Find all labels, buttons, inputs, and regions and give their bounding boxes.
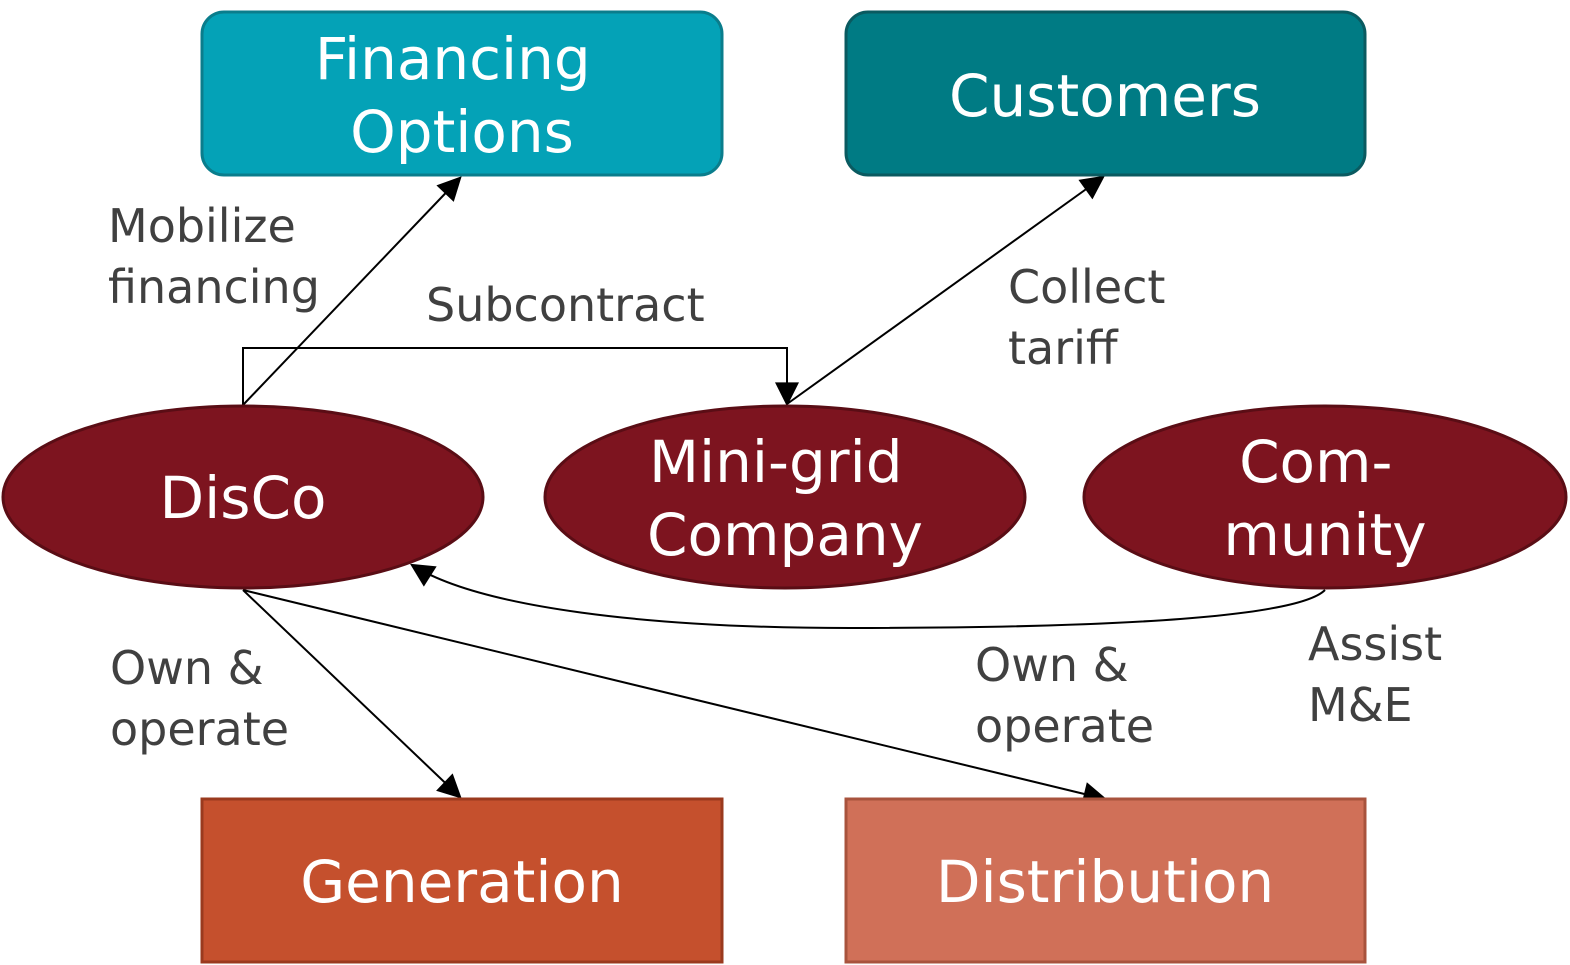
financing-options-label-line-1: Financing: [315, 25, 591, 93]
mobilize-financing-label: Mobilize financing: [108, 199, 320, 314]
minigrid-company-label: Mini-grid Company: [647, 428, 923, 569]
community-ellipse: [1082, 404, 1568, 590]
financing-options-node: Financing Options: [200, 10, 724, 177]
collect-tariff-label-line-1: Collect: [1008, 260, 1165, 314]
edge-own-operate-distribution: [242, 589, 1108, 806]
assist-me-label-line-2: M&E: [1308, 678, 1413, 732]
mobilize-financing-label-line-2: financing: [108, 260, 320, 314]
customers-label-line-1: Customers: [949, 62, 1261, 130]
subcontract-label: Subcontract: [426, 278, 705, 332]
edge-collect-tariff: [786, 175, 1105, 405]
disco-ellipse: [1, 404, 485, 590]
generation-box: [200, 797, 724, 964]
edge-subcontract: [242, 347, 799, 407]
subcontract-label-line-1: Subcontract: [426, 278, 705, 332]
assist-me-label-line-1: Assist: [1308, 617, 1442, 671]
collect-tariff-label: Collect tariff: [1008, 260, 1180, 375]
generation-label-line-1: Generation: [300, 848, 624, 916]
own-operate-distribution-label-line-1: Own &: [975, 638, 1128, 692]
distribution-node: Distribution: [844, 797, 1367, 964]
minigrid-company-node: Mini-grid Company: [543, 404, 1027, 590]
minigrid-company-label-line-2: Company: [647, 501, 923, 569]
community-label-line-1: Com-: [1239, 428, 1392, 496]
customers-node: Customers: [844, 10, 1367, 177]
edge-own-operate-generation: [242, 589, 462, 799]
customers-box: [844, 10, 1367, 177]
distribution-label: Distribution: [936, 848, 1274, 916]
minigrid-company-ellipse: [543, 404, 1027, 590]
collect-tariff-label-line-2: tariff: [1008, 321, 1119, 375]
generation-node: Generation: [200, 797, 724, 964]
disco-label-line-1: DisCo: [160, 464, 327, 532]
distribution-label-line-1: Distribution: [936, 848, 1274, 916]
disco-label: DisCo: [160, 464, 327, 532]
own-operate-distribution-label-line-2: operate: [975, 699, 1154, 753]
own-operate-distribution-label: Own & operate: [975, 638, 1154, 753]
own-operate-generation-label-line-2: operate: [110, 702, 289, 756]
distribution-box: [844, 797, 1367, 964]
financing-options-label: Financing Options: [315, 25, 609, 166]
generation-label: Generation: [300, 848, 624, 916]
financing-options-box: [200, 10, 724, 177]
financing-options-label-line-2: Options: [350, 98, 574, 166]
community-node: Com- munity: [1082, 404, 1568, 590]
minigrid-company-label-line-1: Mini-grid: [649, 428, 903, 496]
mobilize-financing-label-line-1: Mobilize: [108, 199, 296, 253]
edge-assist-me: [409, 563, 1326, 630]
disco-node: DisCo: [1, 404, 485, 590]
customers-label: Customers: [949, 62, 1261, 130]
edges: [242, 175, 1326, 806]
community-label-line-2: munity: [1223, 501, 1426, 569]
edge-mobilize-financing: [242, 176, 462, 406]
assist-me-label: Assist M&E: [1308, 617, 1457, 732]
community-label: Com- munity: [1223, 428, 1426, 569]
own-operate-generation-label-line-1: Own &: [110, 641, 263, 695]
own-operate-generation-label: Own & operate: [110, 641, 289, 756]
